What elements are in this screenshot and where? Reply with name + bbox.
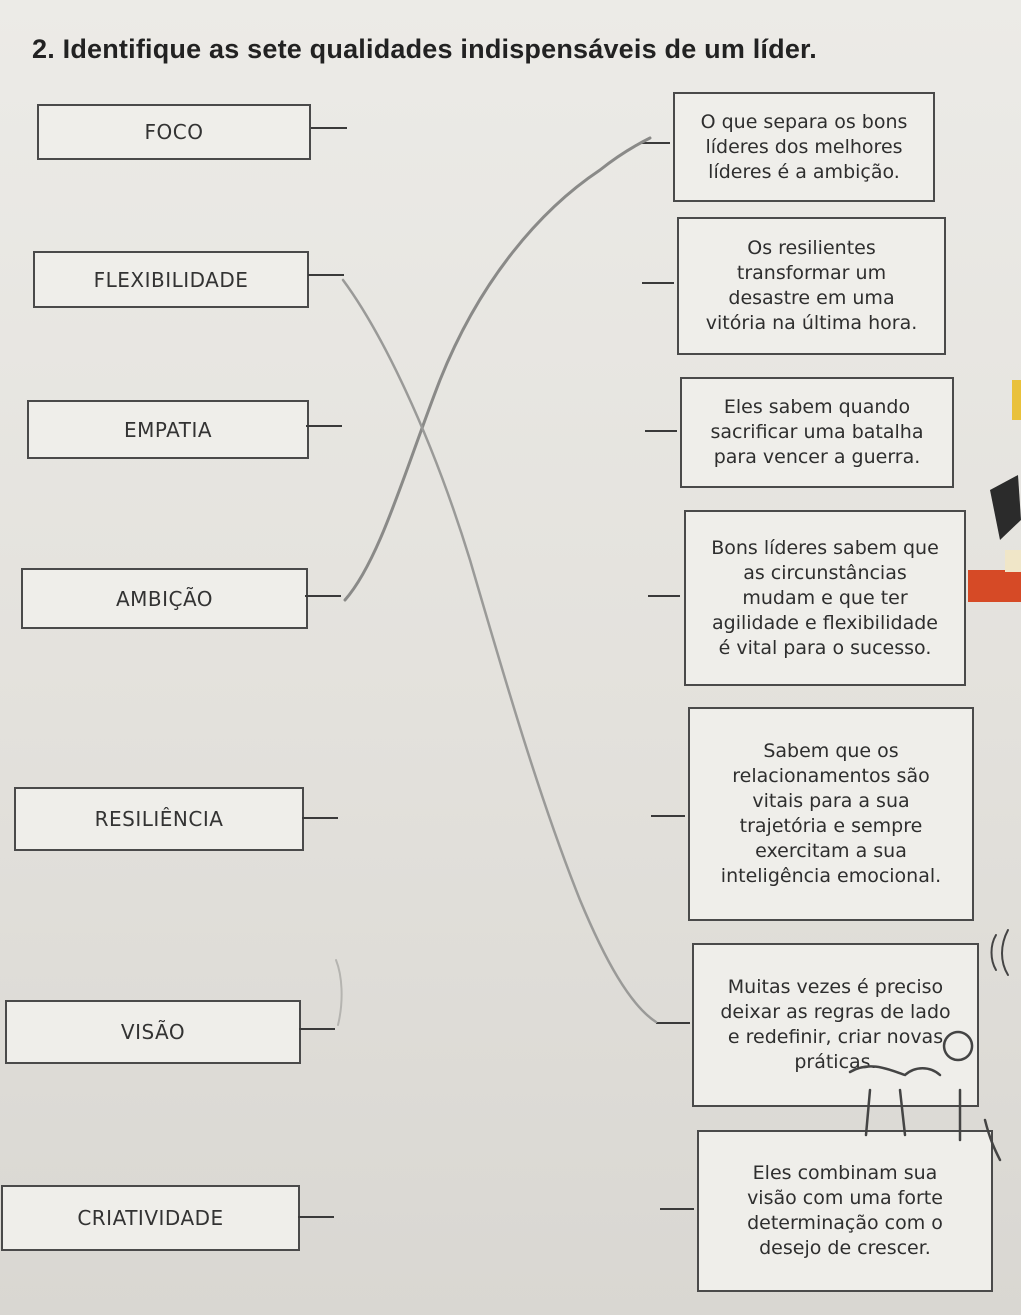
edge-illustration (968, 380, 1021, 602)
quality-label: CRIATIVIDADE (77, 1206, 224, 1230)
quality-box-resiliencia[interactable]: RESILIÊNCIA (14, 787, 304, 851)
description-box-4[interactable]: Bons líderes sabem que as circunstâncias… (684, 510, 966, 686)
quality-box-ambicao[interactable]: AMBIÇÃO (21, 568, 308, 629)
description-box-6[interactable]: Muitas vezes é preciso deixar as regras … (692, 943, 979, 1107)
description-box-5[interactable]: Sabem que os relacionamentos são vitais … (688, 707, 974, 921)
quality-label: VISÃO (120, 1020, 186, 1044)
answer-line (656, 1022, 690, 1024)
quality-label: AMBIÇÃO (115, 586, 214, 611)
description-box-2[interactable]: Os resilientes transformar um desastre e… (677, 217, 946, 355)
description-line: O que separa os bons (700, 110, 908, 133)
description-line: e redefinir, criar novas (727, 1026, 944, 1048)
description-line: líderes dos melhores (705, 135, 903, 158)
description-line: para vencer a guerra. (713, 446, 921, 468)
quality-label: FOCO (144, 120, 204, 144)
answer-line (306, 425, 342, 427)
doodle-mark (990, 929, 1009, 976)
description-line: trajetória e sempre (739, 815, 923, 837)
answer-line (660, 1208, 694, 1210)
quality-box-flexibilidade[interactable]: FLEXIBILIDADE (33, 251, 309, 308)
answer-line (311, 127, 347, 129)
description-line: inteligência emocional. (720, 865, 942, 887)
connector-ambicao-line (343, 136, 652, 602)
description-line: Bons líderes sabem que (711, 536, 939, 559)
doodle-figure (848, 1030, 1002, 1162)
question-title: 2. Identifique as sete qualidades indisp… (32, 34, 817, 64)
quality-label: FLEXIBILIDADE (93, 267, 249, 292)
description-line: determinação com o (747, 1212, 943, 1234)
description-box-3[interactable]: Eles sabem quando sacrificar uma batalha… (680, 377, 954, 488)
description-line: mudam e que ter (742, 586, 908, 609)
description-line: Eles sabem quando (723, 396, 911, 418)
description-line: desejo de crescer. (759, 1237, 931, 1259)
connector-flexibilidade-line (341, 278, 658, 1024)
description-line: Os resilientes (747, 237, 876, 259)
description-box-7[interactable]: Eles combinam sua visão com uma forte de… (697, 1130, 993, 1292)
answer-line (305, 595, 341, 597)
answer-line (302, 817, 338, 819)
answer-line (651, 815, 685, 817)
description-line: Eles combinam sua (752, 1162, 938, 1184)
answer-line (648, 595, 680, 597)
description-line: deixar as regras de lado (720, 1001, 951, 1023)
answer-line (642, 282, 674, 284)
description-line: transformar um (736, 262, 887, 284)
answer-line (640, 142, 670, 144)
description-line: vitória na última hora. (705, 312, 918, 334)
description-line: as circunstâncias (743, 561, 907, 584)
description-line: vitais para a sua (752, 790, 910, 812)
quality-box-visao[interactable]: VISÃO (5, 1000, 301, 1064)
quality-box-foco[interactable]: FOCO (37, 104, 311, 160)
description-line: agilidade e flexibilidade (712, 611, 938, 634)
answer-line (308, 274, 344, 276)
description-line: exercitam a sua (755, 840, 907, 862)
answer-line (645, 430, 677, 432)
description-line: práticas. (794, 1051, 877, 1073)
description-line: Muitas vezes é preciso (727, 976, 944, 998)
answer-line (299, 1028, 335, 1030)
description-line: desastre em uma (728, 287, 895, 309)
description-line: líderes é a ambição. (708, 160, 900, 183)
description-line: é vital para o sucesso. (718, 636, 932, 659)
description-line: Sabem que os (763, 740, 899, 762)
quality-label: RESILIÊNCIA (94, 807, 224, 831)
description-line: visão com uma forte (747, 1187, 943, 1209)
description-line: relacionamentos são (732, 765, 930, 787)
quality-label: EMPATIA (123, 417, 213, 442)
answer-line (298, 1216, 334, 1218)
description-box-1[interactable]: O que separa os bons líderes dos melhore… (673, 92, 935, 202)
pencil-mark (335, 959, 343, 1026)
quality-box-empatia[interactable]: EMPATIA (27, 400, 309, 459)
description-line: sacrificar uma batalha (710, 421, 924, 443)
quality-box-criatividade[interactable]: CRIATIVIDADE (1, 1185, 300, 1251)
